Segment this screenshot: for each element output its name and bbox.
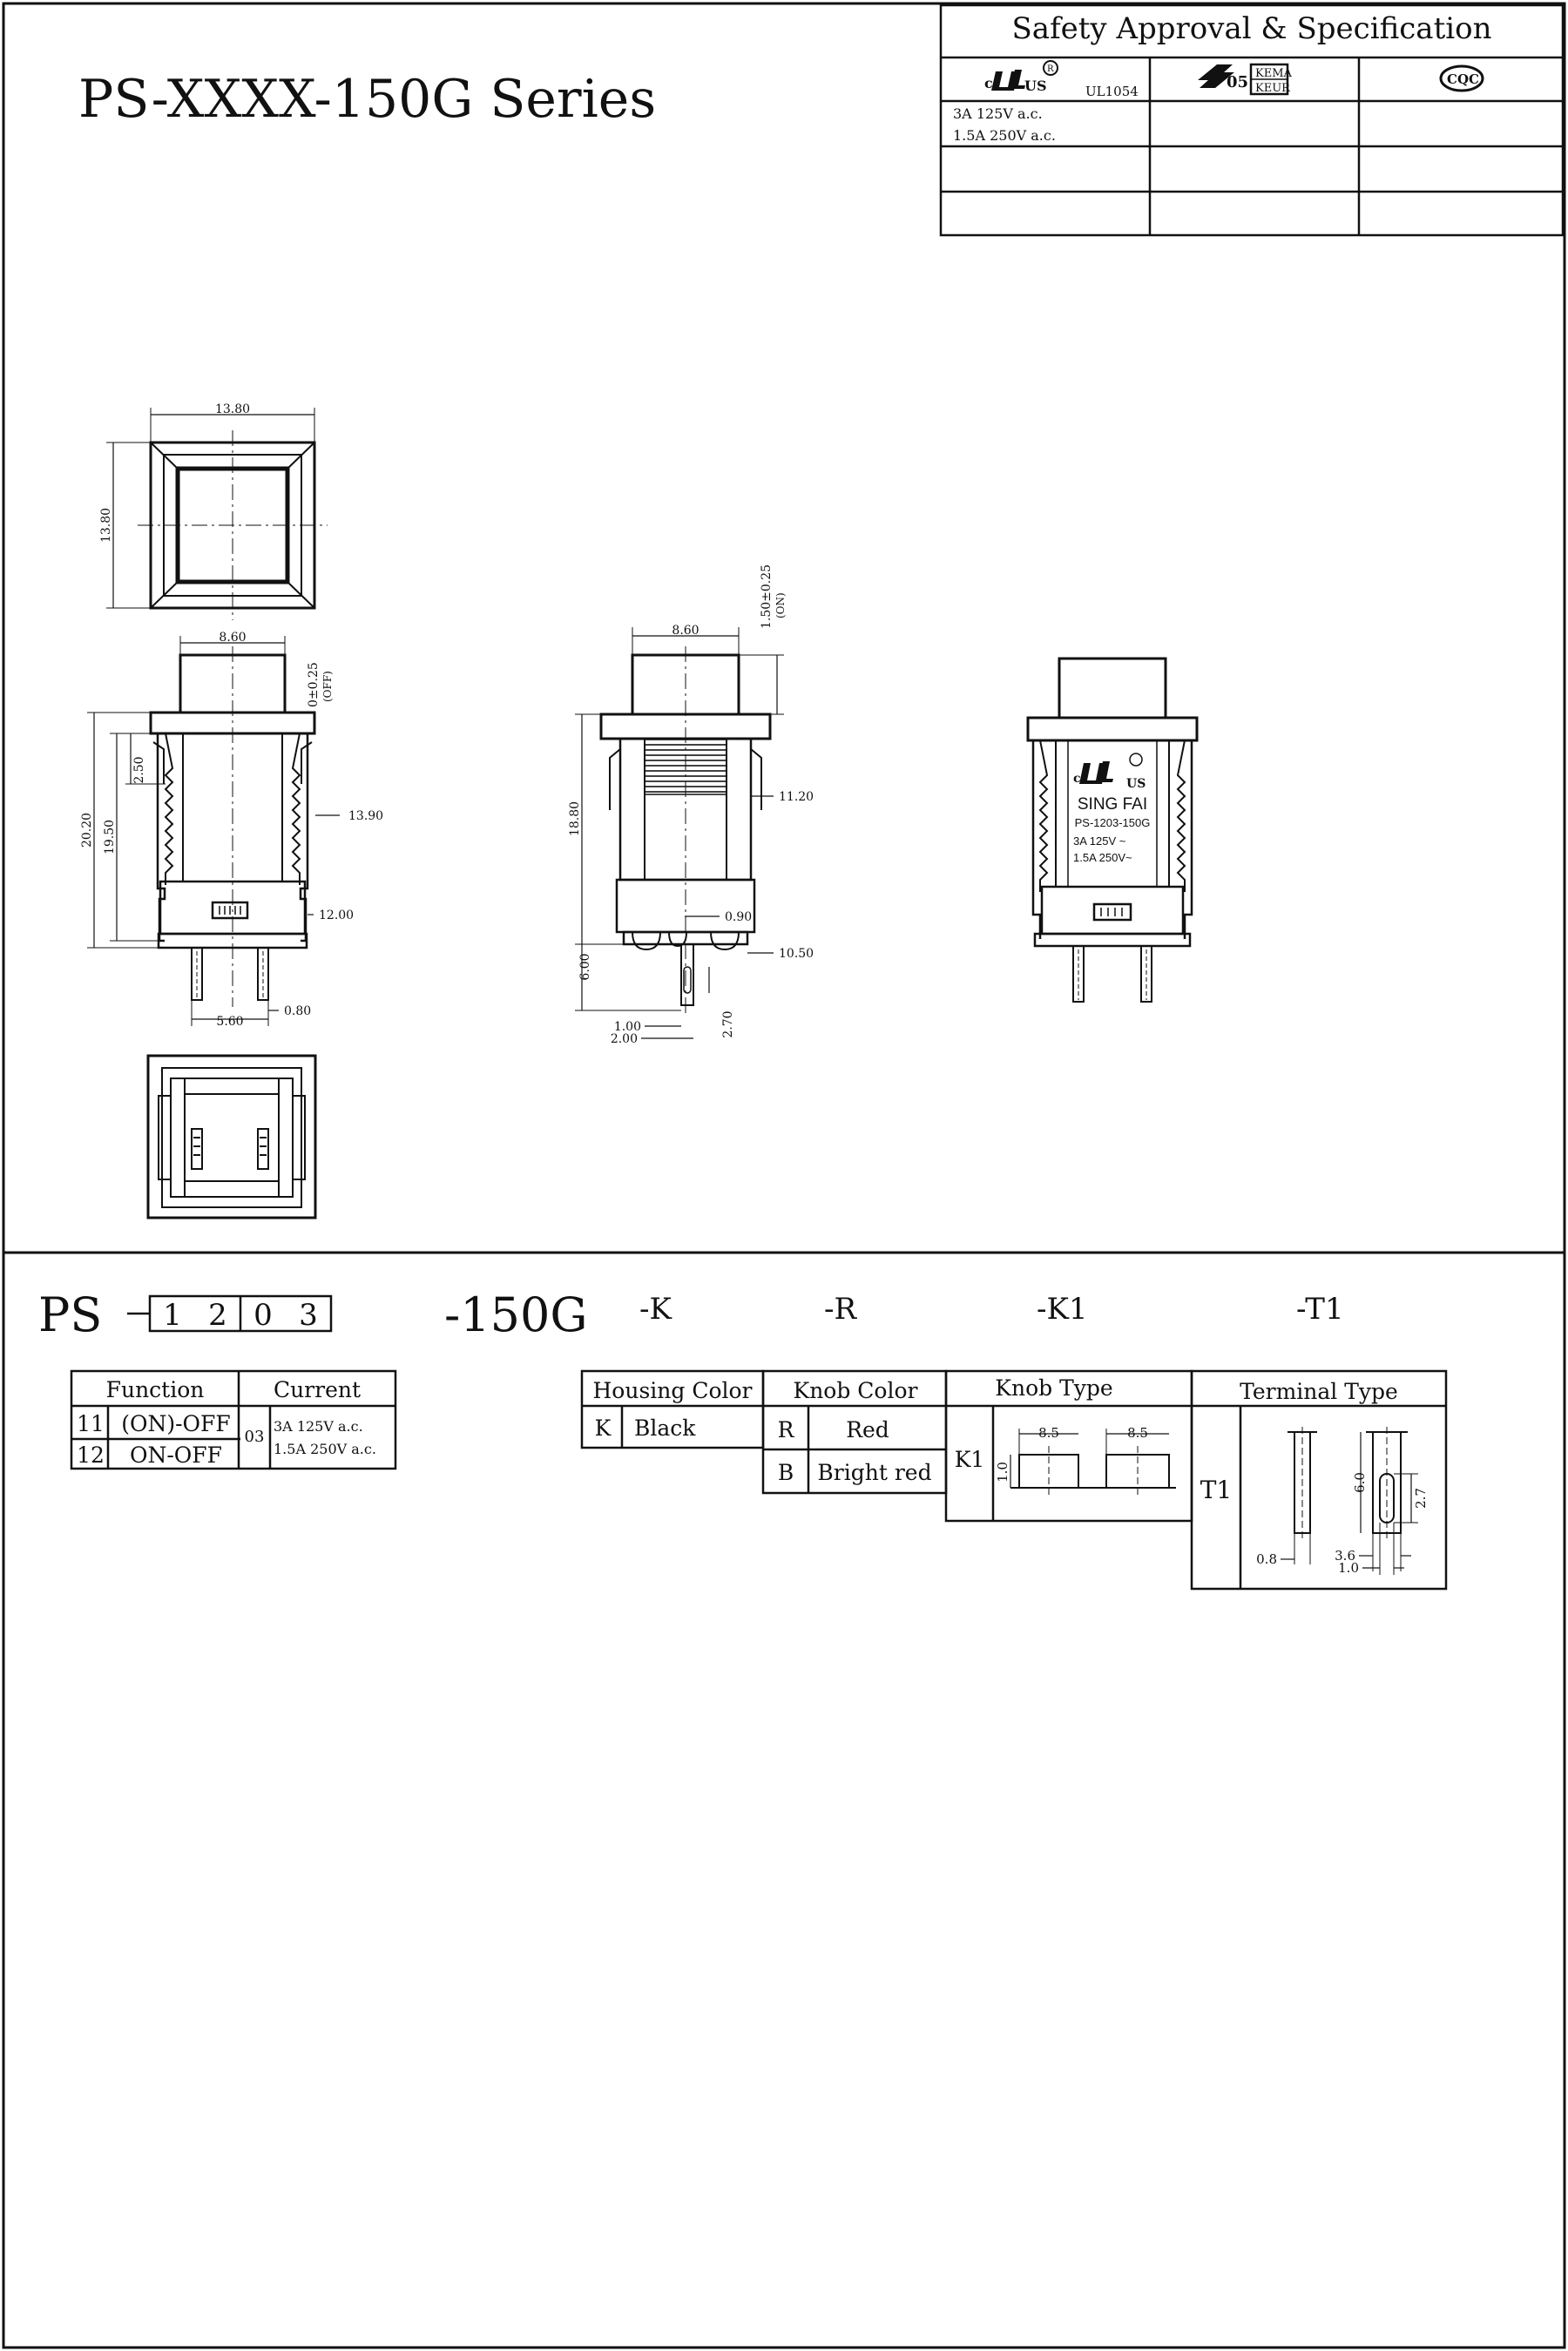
knob-color-row-2-code: B: [778, 1460, 794, 1485]
code-knob-color: -R: [824, 1292, 857, 1327]
svg-text:c: c: [984, 75, 993, 91]
page-title: PS-XXXX-150G Series: [78, 69, 656, 130]
function-table: [70, 1369, 397, 1470]
knob-type-width-a: 8.5: [1038, 1425, 1059, 1441]
dim-standoff: 0.90: [725, 910, 752, 924]
dim-total-height: 20.20: [80, 813, 94, 848]
dim-side-body-height: 18.80: [568, 801, 582, 836]
svg-text:R: R: [1047, 64, 1054, 74]
current-value-2: 1.5A 250V a.c.: [274, 1441, 376, 1457]
knob-type-height: 1.0: [995, 1462, 1010, 1483]
dim-off-label: (OFF): [321, 671, 334, 702]
code-prefix: PS: [38, 1287, 102, 1342]
svg-text:c: c: [1073, 772, 1081, 786]
bottom-view: [146, 1054, 317, 1219]
dim-on-travel: 1.50±0.25: [760, 564, 774, 629]
approval-rating-1: 3A 125V a.c.: [953, 105, 1043, 122]
terminal-length: 6.0: [1352, 1472, 1368, 1493]
side-view: [575, 627, 784, 1039]
dim-knob-width: 8.60: [219, 631, 246, 645]
current-header: Current: [274, 1377, 361, 1402]
dim-body-height: 19.50: [103, 820, 117, 855]
dim-top-width: 13.80: [215, 402, 250, 416]
code-knob-type: -K1: [1037, 1292, 1088, 1327]
top-view: [106, 408, 328, 620]
code-digit-2: 2: [208, 1298, 227, 1333]
code-digit-1: 1: [163, 1298, 182, 1333]
product-label-brand: SING FAI: [1078, 795, 1147, 814]
svg-text:KEUR: KEUR: [1255, 82, 1291, 95]
dim-side-base: 10.50: [779, 947, 814, 961]
dim-pin-width-large: 2.00: [611, 1032, 638, 1046]
terminal-type-code: T1: [1200, 1476, 1233, 1504]
approval-rating-2: 1.5A 250V a.c.: [953, 127, 1056, 144]
safety-approval-table: [939, 3, 1565, 237]
svg-text:CQC: CQC: [1447, 71, 1479, 87]
knob-color-row-1-code: R: [778, 1417, 795, 1442]
code-digit-3: 0: [253, 1298, 273, 1333]
ul-standard: UL1054: [1085, 84, 1139, 99]
terminal-slot: 2.7: [1413, 1488, 1429, 1509]
svg-text:US: US: [1024, 78, 1047, 94]
dim-pin-pitch: 5.60: [216, 1015, 243, 1029]
function-header: Function: [106, 1377, 205, 1402]
knob-color-row-1-label: Red: [846, 1417, 889, 1442]
cqc-logo-icon: CQC: [1439, 64, 1484, 92]
dim-on-label: (ON): [774, 592, 787, 618]
code-series: -150G: [444, 1287, 587, 1342]
dim-off-travel: 0±0.25: [307, 662, 321, 707]
product-label-rating-2: 1.5A 250V~: [1073, 851, 1132, 864]
dim-side-width: 11.20: [779, 790, 814, 804]
svg-text:05: 05: [1227, 73, 1248, 91]
knob-type-header: Knob Type: [995, 1375, 1112, 1401]
dim-pin-length: 6.00: [578, 953, 592, 980]
dim-clip-width: 13.90: [348, 809, 383, 823]
product-label-ul-logo-icon: c US: [1073, 753, 1146, 791]
kema-keur-logo-icon: 05 KEMA KEUR: [1198, 63, 1293, 96]
code-housing: -K: [639, 1292, 672, 1327]
knob-color-row-2-label: Bright red: [817, 1460, 931, 1485]
current-code: 03: [245, 1428, 265, 1446]
terminal-thickness: 0.8: [1256, 1551, 1277, 1567]
svg-text:US: US: [1126, 777, 1146, 791]
dim-side-knob-width: 8.60: [672, 624, 699, 638]
knob-type-width-b: 8.5: [1127, 1425, 1148, 1441]
terminal-width: 3.6: [1335, 1548, 1355, 1564]
dim-slot-length: 2.70: [721, 1010, 735, 1037]
code-terminal: -T1: [1296, 1292, 1344, 1327]
function-row-2-code: 12: [77, 1442, 105, 1468]
labeled-view: [1026, 657, 1199, 1003]
approval-header: Safety Approval & Specification: [1012, 11, 1492, 46]
terminal-type-header: Terminal Type: [1240, 1379, 1398, 1404]
knob-type-code: K1: [955, 1447, 985, 1472]
dim-flange-gap: 2.50: [132, 756, 146, 783]
ul-logo-icon: c R US: [984, 60, 1058, 94]
dim-top-height: 13.80: [99, 508, 113, 543]
function-row-1-label: (ON)-OFF: [121, 1411, 231, 1436]
function-row-2-label: ON-OFF: [130, 1442, 222, 1468]
function-row-1-code: 11: [77, 1411, 105, 1436]
dim-pin-width-small: 1.00: [614, 1020, 641, 1034]
current-value-1: 3A 125V a.c.: [274, 1418, 363, 1435]
product-label-rating-1: 3A 125V ~: [1073, 834, 1126, 848]
housing-color-header: Housing Color: [592, 1378, 752, 1403]
housing-row-1-label: Black: [634, 1415, 696, 1441]
svg-text:KEMA: KEMA: [1255, 67, 1293, 80]
knob-color-header: Knob Color: [794, 1378, 918, 1403]
code-digit-boxes: [148, 1294, 333, 1333]
housing-row-1-code: K: [595, 1415, 612, 1441]
terminal-type-table: [1190, 1369, 1448, 1591]
terminal-slot-width: 1.0: [1338, 1560, 1359, 1576]
dim-base-width: 12.00: [319, 909, 354, 922]
code-digit-4: 3: [299, 1298, 318, 1333]
dim-pin-thickness: 0.80: [284, 1004, 311, 1018]
product-label-model: PS-1203-150G: [1075, 816, 1151, 829]
front-view: [87, 636, 340, 1026]
